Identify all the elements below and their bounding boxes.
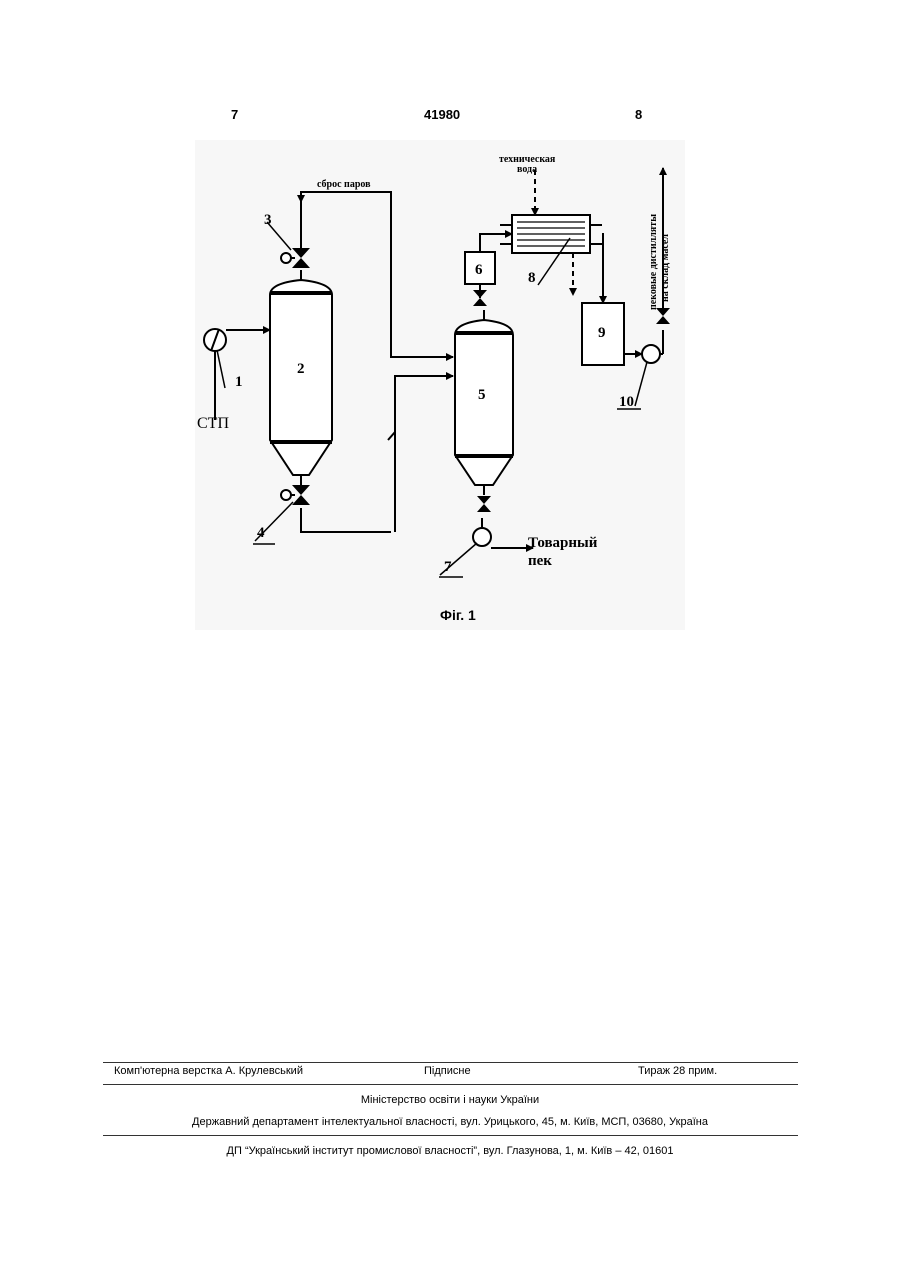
heat-exchanger-8 — [500, 215, 602, 253]
footer-ministry: Міністерство освіти і науки України — [0, 1094, 900, 1106]
footer-institute: ДП “Український інститут промислової вла… — [0, 1145, 900, 1157]
label-distillate-2: на склад масел — [660, 234, 671, 302]
callout-3: 3 — [264, 212, 272, 228]
page-number-right: 8 — [635, 107, 642, 122]
vessel-2 — [270, 280, 332, 475]
label-distillate-1: пековые дистилляты — [648, 214, 659, 310]
callout-4: 4 — [257, 525, 265, 541]
figure-caption: Фіг. 1 — [440, 607, 476, 623]
actuator-3 — [281, 253, 291, 263]
label-product-1: Товарный — [528, 535, 598, 551]
label-tech-water-2: вода — [517, 164, 537, 175]
process-flow-diagram: сброс паров техническая вода СТП Товарны… — [195, 140, 685, 630]
footer-layout: Комп'ютерна верстка А. Крулевський — [114, 1065, 303, 1077]
label-product-2: пек — [528, 553, 552, 569]
footer-rule-middle — [103, 1084, 798, 1085]
callout-8: 8 — [528, 270, 536, 286]
patent-number: 41980 — [424, 107, 460, 122]
callout-5: 5 — [478, 387, 486, 403]
label-vapor-discharge: сброс паров — [317, 179, 371, 190]
label-stp: СТП — [197, 415, 229, 432]
footer-rule-bottom — [103, 1135, 798, 1136]
callout-1: 1 — [235, 374, 243, 390]
callout-10: 10 — [619, 394, 634, 410]
callout-9: 9 — [598, 325, 606, 341]
footer-department: Державний департамент інтелектуальної вл… — [0, 1116, 900, 1128]
footer-rule-top — [103, 1062, 798, 1063]
callout-7: 7 — [444, 559, 452, 575]
page-number-left: 7 — [231, 107, 238, 122]
pump-10 — [642, 345, 660, 363]
footer-signed: Підписне — [424, 1065, 471, 1077]
callout-6: 6 — [475, 262, 483, 278]
callout-2: 2 — [297, 361, 305, 377]
actuator-4 — [281, 490, 291, 500]
footer-circulation: Тираж 28 прим. — [638, 1065, 717, 1077]
